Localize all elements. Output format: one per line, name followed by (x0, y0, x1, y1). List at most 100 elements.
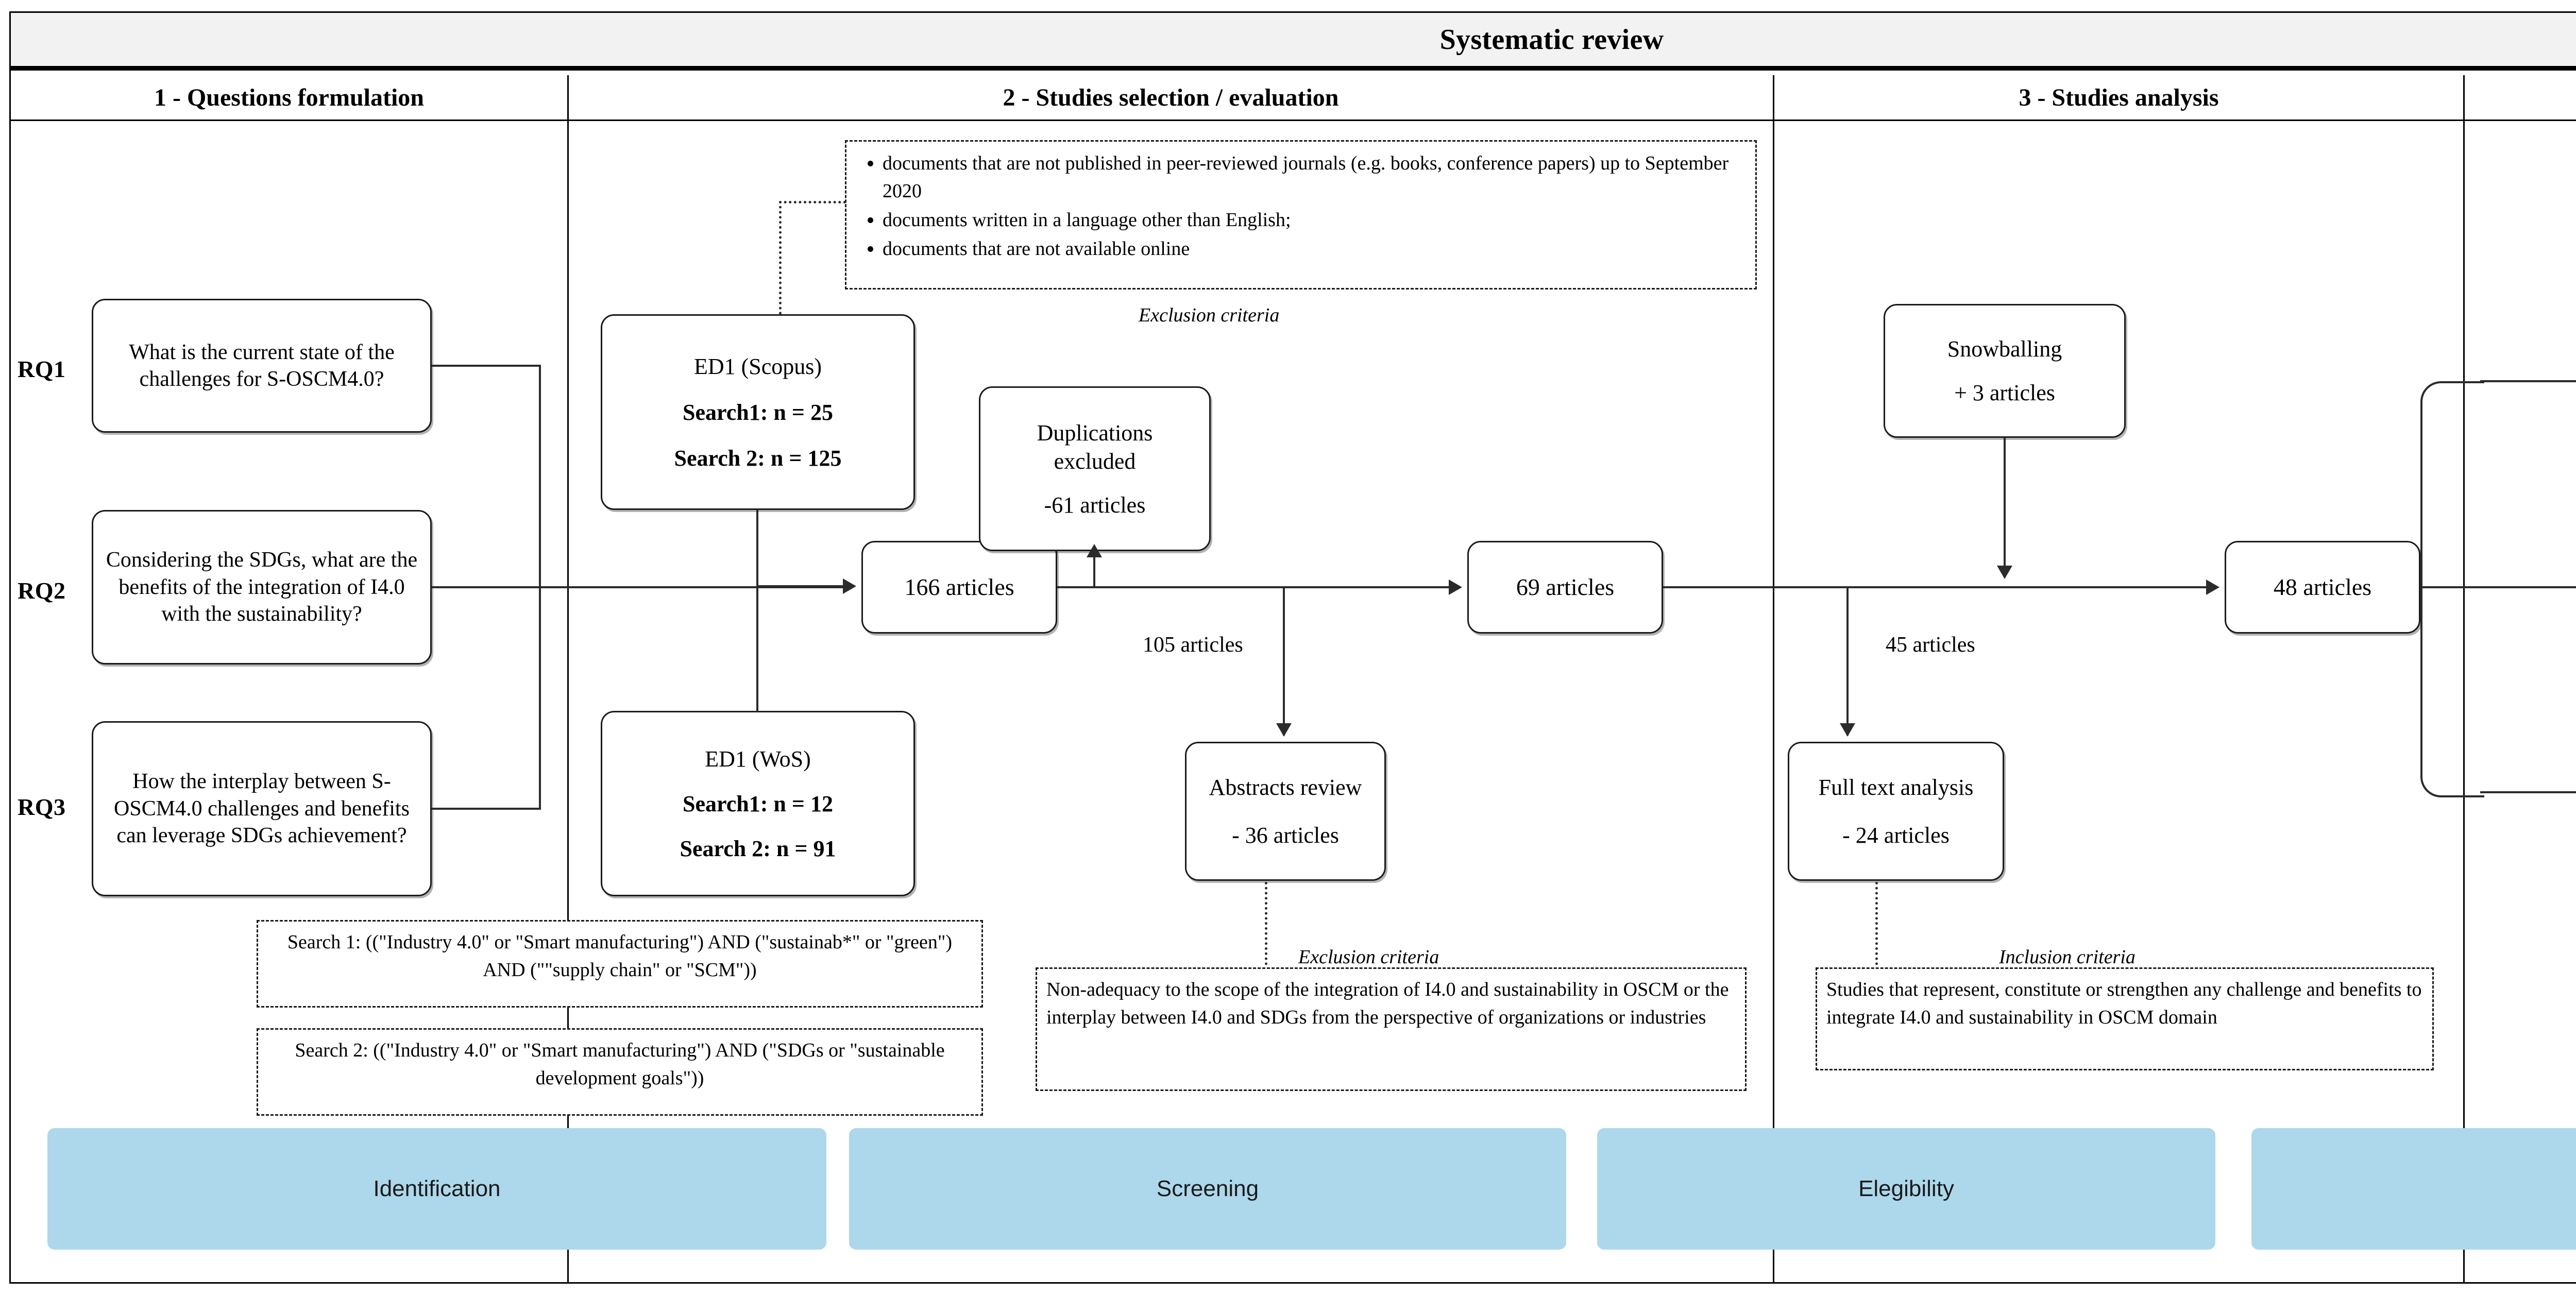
rq2-text: Considering the SDGs, what are the benef… (106, 548, 418, 626)
search-string-1-box: Search 1: (("Industry 4.0" or "Smart man… (257, 920, 983, 1008)
scopus-down-line (756, 510, 758, 587)
database-wos-name: ED1 (WoS) (705, 746, 811, 772)
rq1-text: What is the current state of the challen… (129, 340, 395, 391)
arrow-into-fulltext (1840, 723, 1855, 737)
snowballing-line1: Snowballing (1947, 336, 2062, 362)
stage-identification: Identification (47, 1128, 826, 1250)
rq1-box: What is the current state of the challen… (92, 299, 432, 433)
inclusion-criteria-leader (1875, 882, 1878, 1000)
database-scopus-name: ED1 (Scopus) (693, 353, 822, 379)
rq-to-166-line (539, 586, 848, 588)
articles-166-box: 166 articles (861, 541, 1057, 634)
stage-elegibility-label: Elegibility (1858, 1176, 1954, 1201)
database-scopus-search2: Search 2: n = 125 (674, 445, 842, 471)
stage-screening-label: Screening (1156, 1176, 1259, 1201)
page-title: Systematic review (1439, 23, 1664, 56)
dup-up-line (1093, 556, 1095, 588)
inclusion-criteria-caption: Inclusion criteria (1999, 946, 2136, 968)
snowballing-down-line (2004, 438, 2006, 571)
stage-elegibility: Elegibility (1597, 1128, 2215, 1250)
arrow-into-abstracts (1276, 723, 1292, 737)
rq3-box: How the interplay between S-OSCM4.0 chal… (92, 721, 432, 896)
inclusion-criteria-text: Studies that represent, constitute or st… (1826, 979, 2422, 1028)
column-divider-2 (1773, 75, 1774, 1284)
exclusion-item-0: documents that are not published in peer… (883, 150, 1746, 206)
abstracts-review-line1: Abstracts review (1209, 775, 1362, 800)
exclusion-criteria-top-caption: Exclusion criteria (1139, 304, 1280, 326)
rq2-tag: RQ2 (18, 577, 66, 604)
search-string-1-text: Search 1: (("Industry 4.0" or "Smart man… (287, 931, 953, 981)
diagram-frame (9, 11, 2576, 1284)
column-header-2: 2 - Studies selection / evaluation (567, 75, 1773, 120)
database-wos-search1: Search1: n = 12 (683, 791, 833, 816)
diagram-title-band: Systematic review (11, 13, 2576, 71)
duplications-line1: Duplications (1037, 420, 1153, 446)
rq3-text: How the interplay between S-OSCM4.0 chal… (114, 770, 410, 848)
arrow-into-48 (2206, 580, 2219, 595)
duplications-line2: excluded (1054, 448, 1136, 474)
exclusion-criteria-screening-text: Non-adequacy to the scope of the integra… (1046, 979, 1729, 1028)
exclusion-criteria-screening-box: Non-adequacy to the scope of the integra… (1036, 967, 1747, 1091)
column-header-1: 1 - Questions formulation (154, 83, 424, 111)
column-divider-1 (567, 75, 569, 1284)
full-text-analysis-count: - 24 articles (1842, 823, 1950, 848)
header-underline (11, 120, 2576, 121)
stage-included: Included (2251, 1128, 2576, 1250)
arrow-into-duplications (1087, 544, 1102, 557)
database-scopus-search1: Search1: n = 25 (683, 399, 833, 425)
exclusion-item-2: documents that are not available online (883, 235, 1746, 263)
column-header-row: 1 - Questions formulation 2 - Studies se… (11, 75, 2576, 120)
line-to-framework (2480, 791, 2576, 793)
articles-69-label: 69 articles (1516, 574, 1615, 601)
edge-label-45-articles: 45 articles (1886, 633, 1975, 657)
snowballing-count: + 3 articles (1954, 380, 2055, 405)
articles-69-box: 69 articles (1467, 541, 1663, 634)
rq2-stub (432, 586, 541, 588)
exclusion-leader-horizontal (779, 201, 846, 203)
search-string-2-text: Search 2: (("Industry 4.0" or "Smart man… (295, 1040, 945, 1089)
databases-to-166-line (756, 585, 848, 587)
arrow-into-69 (1449, 580, 1462, 595)
database-wos-box: ED1 (WoS) Search1: n = 12 Search 2: n = … (601, 711, 915, 896)
arrow-into-166 (843, 578, 856, 594)
rq3-tag: RQ3 (18, 794, 66, 820)
screening-exclusion-leader (1265, 882, 1267, 1000)
exclusion-criteria-top-box: documents that are not published in peer… (845, 140, 1757, 289)
abstracts-review-box: Abstracts review - 36 articles (1185, 742, 1386, 881)
line-166-to-69 (1057, 586, 1454, 588)
column-header-3: 3 - Studies analysis (1773, 75, 2463, 120)
duplications-count: -61 articles (1044, 492, 1146, 518)
articles-48-label: 48 articles (2273, 574, 2372, 601)
rq1-stub (432, 365, 541, 367)
database-wos-search2: Search 2: n = 91 (680, 836, 836, 861)
arrow-snowballing-join (1997, 566, 2012, 579)
articles-48-box: 48 articles (2225, 541, 2420, 634)
exclusion-item-1: documents written in a language other th… (883, 207, 1746, 234)
exclusion-leader-vertical (779, 201, 782, 330)
fulltext-branch-line (1846, 586, 1849, 736)
results-fanout-spine (2420, 381, 2484, 797)
column-header-4: 4 - Results description (2463, 75, 2576, 120)
stage-screening: Screening (849, 1128, 1566, 1250)
abstracts-branch-line (1283, 586, 1285, 736)
full-text-analysis-box: Full text analysis - 24 articles (1788, 742, 2004, 881)
exclusion-criteria-screening-caption: Exclusion criteria (1298, 946, 1439, 968)
rq3-stub (432, 808, 541, 810)
search-string-2-box: Search 2: (("Industry 4.0" or "Smart man… (257, 1028, 983, 1116)
line-69-to-48 (1663, 586, 2211, 588)
line-to-taxonomy-challenges (2480, 380, 2576, 382)
inclusion-criteria-box: Studies that represent, constitute or st… (1816, 967, 2434, 1070)
rq2-box: Considering the SDGs, what are the benef… (92, 510, 432, 664)
abstracts-review-count: - 36 articles (1232, 823, 1339, 848)
line-to-taxonomy-benefits (2420, 586, 2576, 588)
full-text-analysis-line1: Full text analysis (1818, 775, 1974, 800)
rq1-tag: RQ1 (18, 356, 66, 382)
articles-166-label: 166 articles (904, 574, 1014, 601)
column-divider-3 (2463, 75, 2465, 1284)
stage-identification-label: Identification (373, 1176, 501, 1201)
wos-up-line (756, 585, 758, 712)
edge-label-105-articles: 105 articles (1143, 633, 1243, 657)
snowballing-box: Snowballing + 3 articles (1884, 304, 2126, 438)
duplications-box: Duplications excluded -61 articles (979, 386, 1211, 551)
